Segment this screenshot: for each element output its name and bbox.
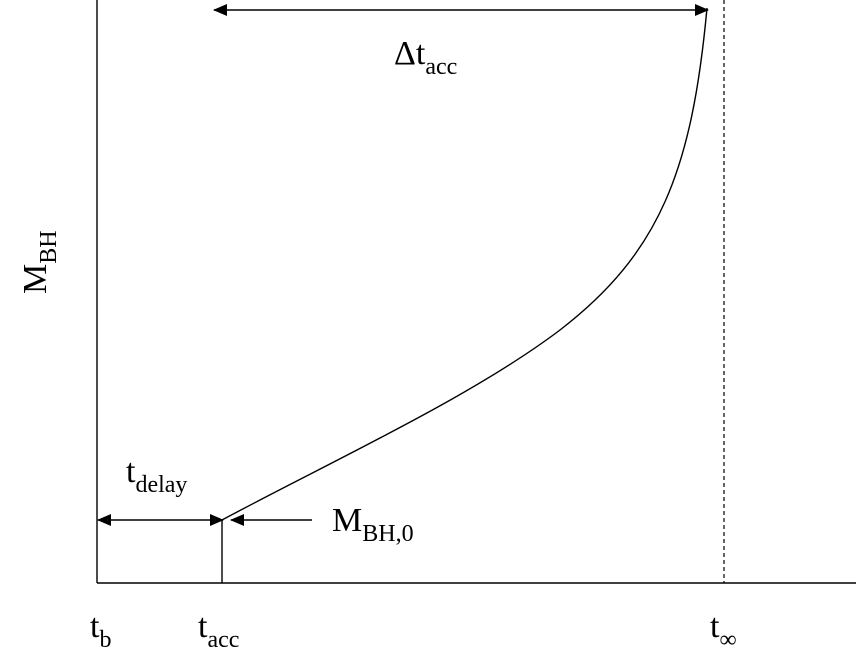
delta-t-acc-label: Δtacc — [394, 35, 457, 80]
mass-growth-curve — [221, 7, 708, 521]
t-delay-label: tdelay — [126, 453, 187, 498]
x-tick-label-t-b: tb — [90, 608, 111, 653]
x-tick-label-t-acc: tacc — [198, 608, 239, 653]
x-tick-label-t-infinity: t∞ — [710, 608, 737, 653]
y-axis-label: MBH — [17, 230, 62, 294]
initial-mass-label: MBH,0 — [332, 502, 414, 547]
